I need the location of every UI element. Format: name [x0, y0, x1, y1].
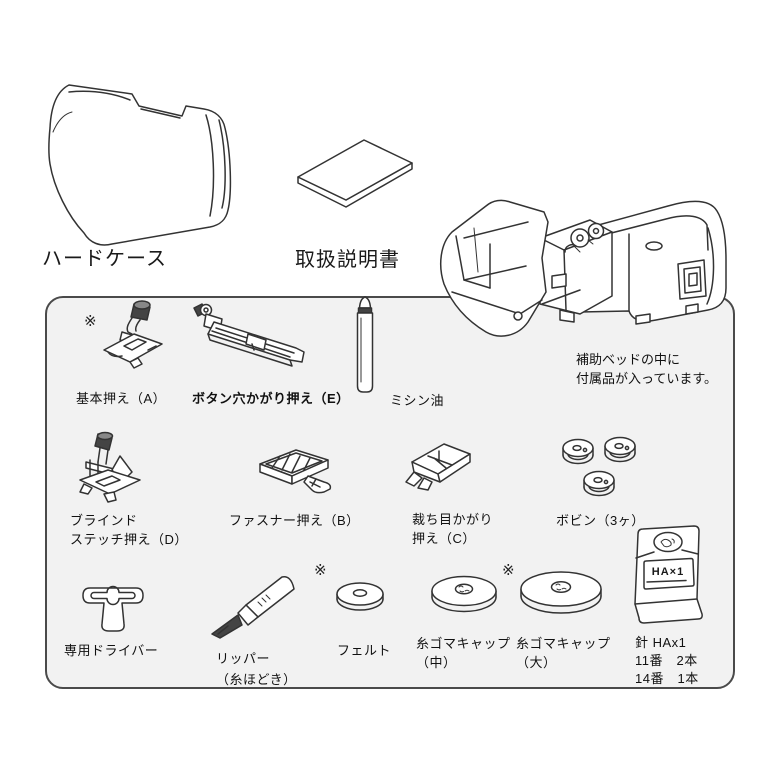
- aux-bed-note: 補助ベッドの中に 付属品が入っています。: [576, 350, 717, 388]
- spool-cap-large-illustration: [520, 571, 602, 614]
- spool-cap-medium-label: 糸ゴマキャップ （中）: [416, 634, 511, 672]
- screwdriver-label: 専用ドライバー: [64, 643, 159, 658]
- label-line: ブラインド: [70, 513, 138, 528]
- needles-label: 針 HAx1 11番 2本 14番 1本: [635, 634, 699, 688]
- label-line: ステッチ押え（D）: [70, 532, 188, 547]
- blind-stitch-foot-illustration: [79, 431, 141, 503]
- label-line: 糸ゴマキャップ: [416, 636, 511, 651]
- basic-foot-label: 基本押え（A）: [76, 391, 167, 406]
- label-line: 裁ち目かがり: [412, 512, 494, 527]
- label-line: 針 HAx1: [635, 635, 687, 650]
- buttonhole-foot-illustration: [193, 303, 305, 367]
- label-line: （糸ほどき）: [216, 672, 297, 687]
- screwdriver-illustration: [82, 585, 144, 632]
- spool-cap-medium-illustration: [431, 575, 497, 613]
- accessory-box: [45, 296, 735, 689]
- needle-pack-illustration: HA×1: [634, 525, 703, 624]
- overcast-foot-label: 裁ち目かがり 押え（C）: [412, 510, 493, 548]
- basic-presser-foot-illustration: [103, 300, 163, 369]
- bobbins-label: ボビン（3ヶ）: [556, 513, 645, 528]
- label-line: （中）: [416, 655, 457, 670]
- zipper-foot-illustration: [259, 449, 332, 494]
- felt-label: フェルト: [337, 643, 392, 658]
- overcast-foot-illustration: [405, 443, 471, 491]
- ripper-label: リッパー （糸ほどき）: [216, 648, 297, 690]
- blind-foot-label: ブラインド ステッチ押え（D）: [70, 511, 188, 549]
- spool-cap-large-label: 糸ゴマキャップ （大）: [516, 634, 611, 672]
- asterisk-felt: ※: [314, 562, 327, 579]
- seam-ripper-illustration: [211, 576, 295, 639]
- label-line: 押え（C）: [412, 531, 476, 546]
- manual-illustration: [297, 139, 413, 208]
- felt-illustration: [336, 582, 384, 611]
- asterisk-spool-cap-large: ※: [502, 562, 515, 579]
- aux-bed-note-line: 付属品が入っています。: [576, 371, 718, 386]
- needle-pack-text: HA×1: [652, 566, 684, 578]
- label-line: 14番 1本: [635, 671, 699, 686]
- machine-oil-label: ミシン油: [390, 393, 445, 408]
- label-line: 糸ゴマキャップ: [516, 636, 611, 651]
- hard-case-illustration: [48, 84, 232, 246]
- zipper-foot-label: ファスナー押え（B）: [229, 513, 360, 528]
- machine-oil-illustration: [356, 296, 374, 393]
- manual-label: 取扱説明書: [295, 249, 400, 271]
- buttonhole-foot-label: ボタン穴かがり押え（E）: [192, 391, 350, 406]
- label-line: （大）: [516, 655, 557, 670]
- aux-bed-note-line: 補助ベッドの中に: [576, 352, 681, 367]
- hard-case-label: ハードケース: [42, 248, 167, 270]
- auxiliary-bed-illustration: [439, 199, 727, 337]
- bobbins-illustration: [562, 436, 636, 497]
- label-line: 11番 2本: [635, 653, 698, 668]
- label-line: リッパー: [216, 651, 271, 666]
- asterisk-basic-foot: ※: [84, 313, 97, 330]
